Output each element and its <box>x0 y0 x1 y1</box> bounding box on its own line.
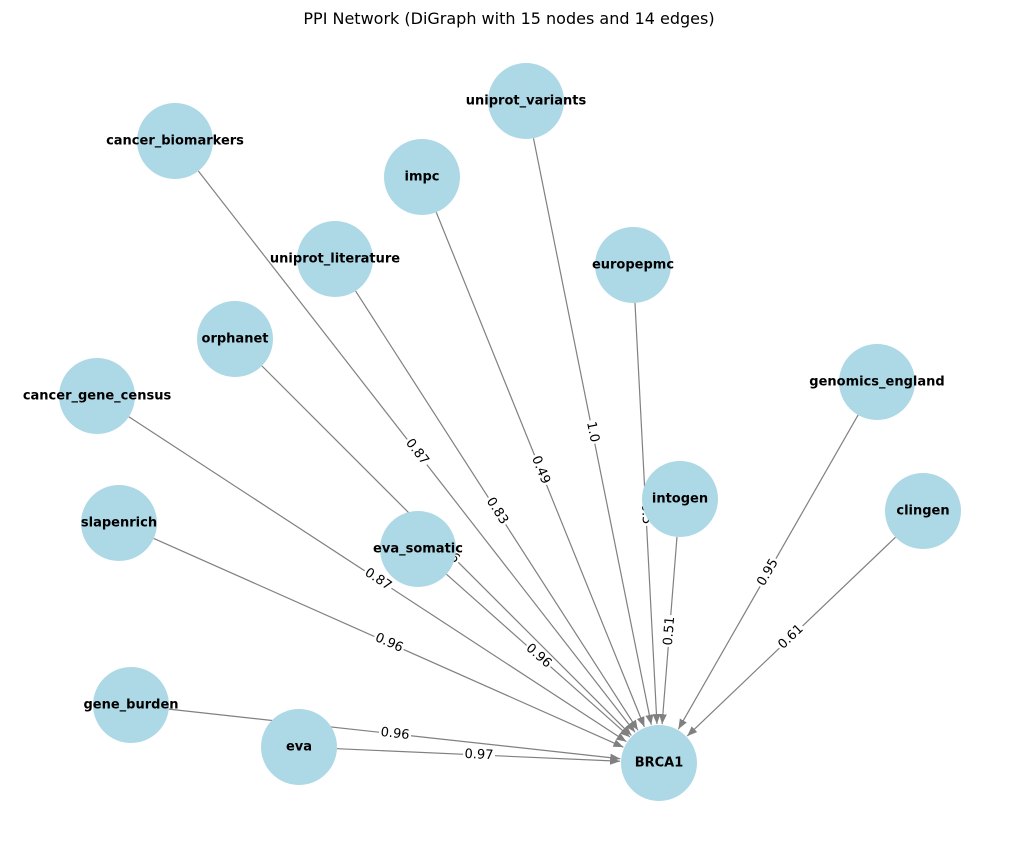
edge-label-background <box>774 620 808 654</box>
node-label: orphanet <box>202 332 269 347</box>
node-eva: eva <box>261 709 337 785</box>
edge-label-genomics-england: 0.95 <box>753 554 783 591</box>
node-impc: impc <box>384 139 460 215</box>
node-label: eva_somatic <box>373 542 463 557</box>
node-label: uniprot_literature <box>270 252 400 267</box>
node-gene-burden: gene_burden <box>83 667 179 743</box>
node-circle <box>59 358 135 434</box>
node-circle <box>261 709 337 785</box>
node-label: impc <box>404 170 439 185</box>
diagram-title: PPI Network (DiGraph with 15 nodes and 1… <box>303 9 714 28</box>
edge-label-background <box>482 493 512 529</box>
node-circle <box>297 221 373 297</box>
nodes-layer: BRCA1 cancer_biomarkers uniprot_variantsim… <box>23 63 961 801</box>
edges-layer <box>128 138 896 765</box>
node-label: clingen <box>896 504 949 519</box>
node-label: genomics_england <box>809 375 944 390</box>
edge-label-background <box>378 724 412 744</box>
node-circle <box>93 667 169 743</box>
node-circle <box>642 461 718 537</box>
node-orphanet: orphanet <box>197 301 273 377</box>
edge-label-background <box>401 434 433 470</box>
node-circle <box>488 63 564 139</box>
node-circle <box>839 344 915 420</box>
edge-label-background <box>527 452 554 488</box>
node-europepmc: europepmc <box>592 227 674 303</box>
edge-weight-text: 0.97 <box>464 747 494 763</box>
node-eva-somatic: eva_somatic <box>373 511 463 587</box>
node-label: cancer_gene_census <box>23 389 172 404</box>
edge-weight-text: 0.51 <box>661 616 678 646</box>
node-label: intogen <box>652 492 708 507</box>
node-genomics-england: genomics_england <box>809 344 945 420</box>
edge-label-background <box>753 554 783 591</box>
edge-label-eva: 0.97 <box>462 746 496 764</box>
edge-weight-text: 1.0 <box>583 420 602 443</box>
edge-label-slapenrich: 0.96 <box>371 629 407 657</box>
node-circle <box>81 485 157 561</box>
node-slapenrich: slapenrich <box>81 485 157 561</box>
edge-label-background <box>462 746 496 764</box>
edge-weight-text: 0.96 <box>373 630 406 655</box>
edge-weight-text: 0.49 <box>528 454 553 486</box>
edge-label-background <box>371 629 407 657</box>
edge-label-background <box>360 564 396 595</box>
edge-weight-text: 0.96 <box>380 725 410 743</box>
edge-label-uniprot-variants: 1.0 <box>582 418 603 446</box>
node-label: gene_burden <box>83 698 178 713</box>
edge-label-background <box>660 614 679 648</box>
node-label: eva <box>286 740 312 755</box>
edge-label-eva-somatic: 0.96 <box>521 639 556 673</box>
node-label: uniprot_variants <box>466 94 587 109</box>
node-circle <box>197 301 273 377</box>
node-label: slapenrich <box>81 516 157 531</box>
node-circle <box>384 139 460 215</box>
edge-label-intogen: 0.51 <box>660 614 679 648</box>
node-circle <box>380 511 456 587</box>
node-uniprot-variants: uniprot_variants <box>466 63 587 139</box>
edge-label-background <box>582 418 603 446</box>
edge-label-gene-burden: 0.96 <box>378 724 412 744</box>
node-circle <box>137 103 213 179</box>
node-label: europepmc <box>592 258 674 273</box>
node-intogen: intogen <box>642 461 718 537</box>
edge-labels-layer: 0.871.00.490.830.50.960.870.950.510.960.… <box>360 418 808 764</box>
node-label: cancer_biomarkers <box>106 134 244 149</box>
edge-label-cancer-biomarkers: 0.87 <box>401 434 433 470</box>
node-cancer-biomarkers: cancer_biomarkers <box>106 103 244 179</box>
node-circle <box>885 473 961 549</box>
edge-label-uniprot-literature: 0.83 <box>482 493 512 529</box>
node-cancer-gene-census: cancer_gene_census <box>23 358 172 434</box>
edge-label-background <box>521 639 556 673</box>
node-label: BRCA1 <box>635 756 684 771</box>
edge-label-impc: 0.49 <box>527 452 554 488</box>
node-circle <box>621 725 697 801</box>
node-uniprot-literature: uniprot_literature <box>270 221 400 297</box>
node-brca1: BRCA1 <box>621 725 697 801</box>
node-clingen: clingen <box>885 473 961 549</box>
node-circle <box>595 227 671 303</box>
